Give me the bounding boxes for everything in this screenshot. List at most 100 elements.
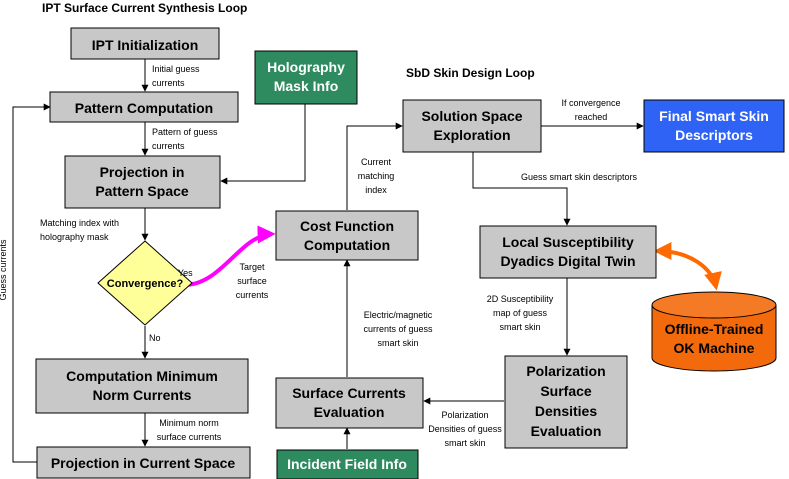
holography-mask-box [254, 50, 358, 105]
text-line: matching [358, 171, 395, 181]
text-line: Densities of guess [428, 424, 502, 434]
text-line: currents [236, 290, 269, 300]
text-line: Projection in Current Space [51, 455, 236, 471]
text-line: Pattern Computation [75, 100, 213, 116]
text-line: Current [361, 157, 392, 167]
arrow-solution-to-susceptibility [472, 152, 571, 226]
text-line: Final Smart Skin [659, 108, 769, 124]
arrow-feedback-loop [12, 103, 51, 463]
connectors [12, 59, 644, 463]
text-line: OK Machine [674, 340, 755, 356]
text-line: Holography [267, 59, 345, 75]
annotation-guess-currents-vertical: Guess currents [0, 239, 8, 301]
text-line: IPT Initialization [92, 37, 199, 53]
text-line: Cost Function [300, 218, 394, 234]
text-line: No [149, 333, 161, 343]
annotation-target-currents: Target surface currents [236, 262, 269, 300]
text-line: Minimum norm [159, 418, 219, 428]
min-norm-currents-box [35, 358, 249, 414]
annotation-if-convergence: If convergence reached [561, 98, 620, 122]
text-line: Polarization [526, 363, 605, 379]
text-line: Surface [540, 383, 592, 399]
projection-pattern-space-box [64, 155, 221, 209]
text-line: Evaluation [531, 423, 602, 439]
text-line: Guess smart skin descriptors [521, 172, 638, 182]
text-line: Polarization [441, 410, 488, 420]
text-line: 2D Susceptibility [487, 294, 554, 304]
polarization-densities-box [504, 355, 628, 449]
text-line: Pattern Space [95, 183, 189, 199]
solution-space-box [402, 99, 542, 153]
final-descriptors-box [643, 99, 785, 153]
local-susceptibility-box [479, 225, 657, 279]
annotation-min-norm-surface: Minimum norm surface currents [157, 418, 222, 442]
annotation-susceptibility-map: 2D Susceptibility map of guess smart skin [487, 294, 554, 332]
cost-function-box [275, 210, 419, 261]
text-line: Guess currents [0, 239, 8, 301]
text-line: Solution Space [421, 108, 522, 124]
text-line: Incident Field Info [287, 456, 407, 472]
text-line: Yes [178, 268, 193, 278]
text-line: currents of guess [363, 324, 433, 334]
text-line: Pattern of guess [152, 127, 218, 137]
ok-machine-label: Offline-Trained OK Machine [665, 321, 764, 356]
text-line: holography mask [40, 232, 109, 242]
ipt-initialization-label: IPT Initialization [92, 37, 199, 53]
pattern-computation-label: Pattern Computation [75, 100, 213, 116]
text-line: Dyadics Digital Twin [500, 253, 635, 269]
ipt-loop-title: IPT Surface Current Synthesis Loop [42, 1, 247, 15]
text-line: smart skin [377, 338, 418, 348]
text-line: Surface Currents [292, 385, 406, 401]
text-line: Target [239, 262, 265, 272]
annotation-electric-magnetic: Electric/magnetic currents of guess smart … [363, 310, 433, 348]
annotation-yes: Yes [178, 268, 193, 278]
arrow-ok-machine-link [653, 242, 722, 291]
text-line: Projection in [100, 164, 185, 180]
text-line: smart skin [444, 438, 485, 448]
text-line: Descriptors [675, 127, 753, 143]
text-line: Computation Minimum [66, 368, 218, 384]
text-line: Electric/magnetic [364, 310, 433, 320]
text-line: Convergence? [107, 278, 184, 290]
convergence-label: Convergence? [107, 278, 184, 290]
text-line: surface currents [157, 432, 222, 442]
text-line: currents [152, 78, 185, 88]
arrow-cost-to-solution [346, 122, 403, 210]
projection-current-space-label: Projection in Current Space [51, 455, 236, 471]
text-line: If convergence [561, 98, 620, 108]
text-line: Offline-Trained [665, 321, 764, 337]
annotation-matching-holography: Matching index with holography mask [40, 218, 119, 242]
arrow-target-surface-currents [183, 225, 276, 287]
text-line: reached [575, 112, 608, 122]
text-line: Computation [304, 237, 390, 253]
text-line: Evaluation [314, 404, 385, 420]
pattern-computation-box [49, 91, 239, 123]
ipt-initialization-box [70, 27, 220, 60]
text-line: smart skin [499, 322, 540, 332]
text-line: Densities [535, 403, 597, 419]
arrow-holography-to-projection [220, 104, 306, 185]
text-line: currents [152, 141, 185, 151]
convergence-diamond [97, 240, 193, 326]
text-line: Mask Info [274, 78, 339, 94]
text-line: Initial guess [152, 64, 200, 74]
text-line: Exploration [433, 127, 510, 143]
projection-pattern-space-label: Projection in Pattern Space [95, 164, 189, 199]
text-line: surface [237, 276, 267, 286]
text-line: map of guess [493, 308, 548, 318]
incident-field-label: Incident Field Info [287, 456, 407, 472]
annotation-initial-guess: Initial guess currents [152, 64, 200, 88]
sbd-loop-title: SbD Skin Design Loop [406, 66, 535, 80]
text-line: Matching index with [40, 218, 119, 228]
text-line: Local Susceptibility [502, 234, 634, 250]
